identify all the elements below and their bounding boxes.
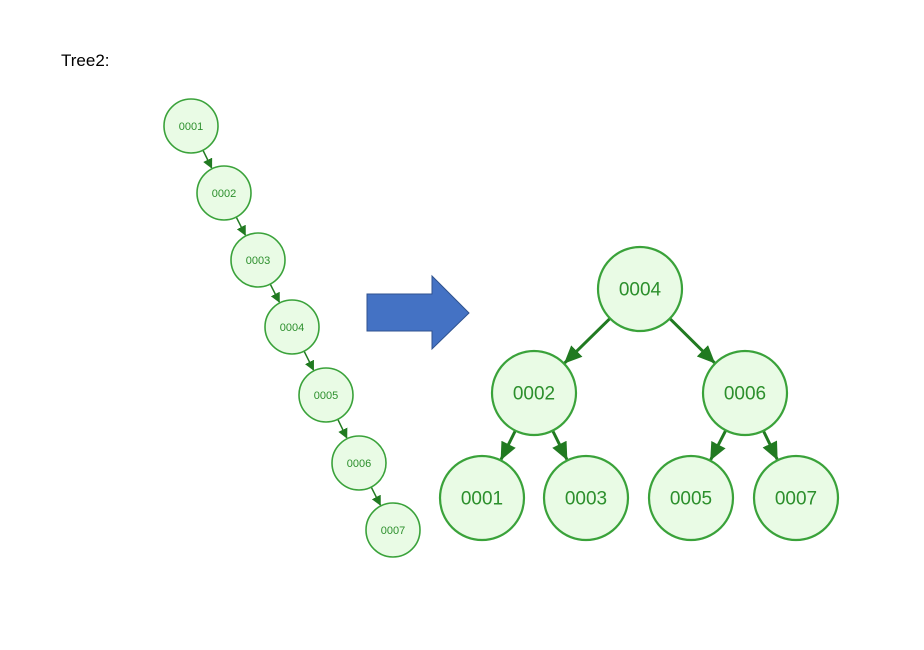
unbalanced-edge-n5-n6 <box>337 418 348 439</box>
balanced-node-0002: 0002 <box>490 349 578 437</box>
unbalanced-tree-edges <box>202 149 381 506</box>
unbalanced-edge-n1-n2 <box>202 149 213 169</box>
balanced-tree-edges <box>499 317 779 461</box>
balanced-node-circle <box>701 349 789 437</box>
unbalanced-node-0001: 0001 <box>163 98 219 154</box>
balanced-node-circle <box>647 454 735 542</box>
unbalanced-edge-n6-n7 <box>370 486 381 506</box>
unbalanced-node-label: 0003 <box>246 255 270 267</box>
unbalanced-node-circle <box>331 435 387 491</box>
balanced-node-label: 0002 <box>513 384 555 405</box>
unbalanced-node-label: 0004 <box>280 322 304 334</box>
unbalanced-node-circle <box>230 232 286 288</box>
unbalanced-node-0004: 0004 <box>264 299 320 355</box>
unbalanced-edge-n2-n3 <box>235 216 246 236</box>
unbalanced-node-0006: 0006 <box>331 435 387 491</box>
balanced-node-label: 0007 <box>775 489 817 510</box>
balanced-node-circle <box>752 454 840 542</box>
unbalanced-node-circle <box>163 98 219 154</box>
balanced-tree-nodes: 0004 0002 0006 0001 0003 0005 0007 <box>438 245 840 542</box>
unbalanced-edge-n3-n4 <box>269 283 280 303</box>
balanced-node-0004: 0004 <box>596 245 684 333</box>
unbalanced-node-circle <box>365 502 421 558</box>
balanced-node-label: 0005 <box>670 489 712 510</box>
balanced-edge-b2-b3 <box>551 429 569 461</box>
page-title: Tree2: <box>61 51 110 70</box>
unbalanced-node-circle <box>264 299 320 355</box>
balanced-node-circle <box>596 245 684 333</box>
unbalanced-node-label: 0006 <box>347 458 371 470</box>
unbalanced-node-label: 0002 <box>212 188 236 200</box>
balanced-node-0005: 0005 <box>647 454 735 542</box>
unbalanced-node-label: 0005 <box>314 390 338 402</box>
balanced-edge-b4-b2 <box>563 317 612 364</box>
unbalanced-node-label: 0001 <box>179 121 203 133</box>
balanced-node-0003: 0003 <box>542 454 630 542</box>
unbalanced-node-circle <box>298 367 354 423</box>
balanced-edge-b6-b5 <box>709 429 728 461</box>
balanced-node-label: 0006 <box>724 384 766 405</box>
unbalanced-node-0005: 0005 <box>298 367 354 423</box>
balanced-edge-b6-b7 <box>762 430 779 461</box>
balanced-node-circle <box>490 349 578 437</box>
balanced-node-0001: 0001 <box>438 454 526 542</box>
balanced-node-0006: 0006 <box>701 349 789 437</box>
balanced-node-circle <box>542 454 630 542</box>
unbalanced-tree-nodes: 0001 0002 0003 0004 0005 0006 0007 <box>163 98 421 558</box>
balanced-edge-b2-b1 <box>499 429 517 461</box>
balanced-node-label: 0004 <box>619 280 662 301</box>
balanced-node-circle <box>438 454 526 542</box>
balanced-node-label: 0001 <box>461 489 503 510</box>
unbalanced-node-circle <box>196 165 252 221</box>
unbalanced-node-label: 0007 <box>381 525 405 537</box>
balanced-node-0007: 0007 <box>752 454 840 542</box>
unbalanced-node-0007: 0007 <box>365 502 421 558</box>
unbalanced-node-0003: 0003 <box>230 232 286 288</box>
balanced-node-label: 0003 <box>565 489 607 510</box>
unbalanced-edge-n4-n5 <box>303 350 315 371</box>
transform-arrow-icon <box>366 274 470 351</box>
unbalanced-node-0002: 0002 <box>196 165 252 221</box>
balanced-edge-b4-b6 <box>668 317 716 364</box>
